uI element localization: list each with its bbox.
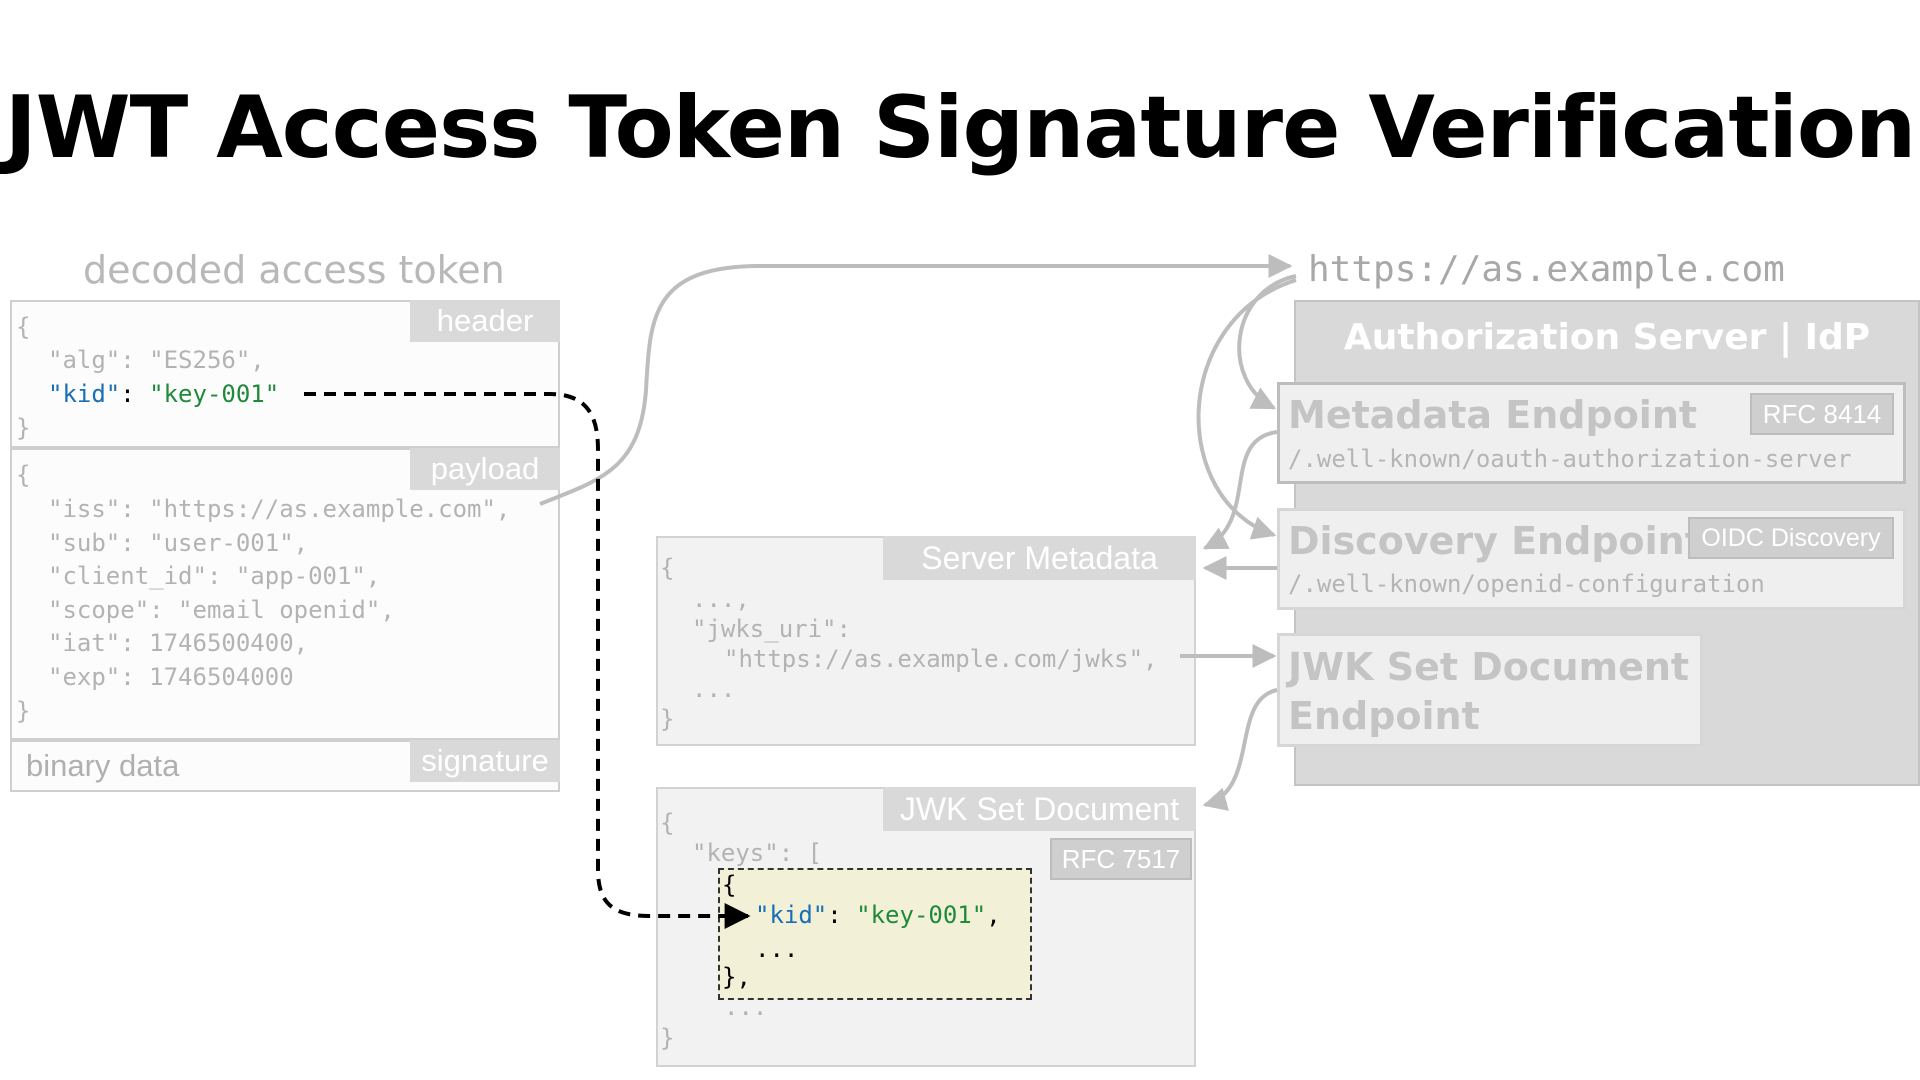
token-payload-box <box>10 448 560 740</box>
issuer-to-discovery-arrow <box>1196 278 1297 540</box>
header-tab: header <box>410 300 560 342</box>
discovery-endpoint-path: /.well-known/openid-configuration <box>1288 570 1765 598</box>
authorization-server-title: Authorization Server | IdP <box>1343 317 1871 358</box>
jwks-endpoint-title-line1: JWK Set Document <box>1288 645 1690 689</box>
header-kid-key: "kid" <box>48 380 121 408</box>
header-kid-colon: : <box>120 380 150 408</box>
header-open-brace: { <box>16 313 31 341</box>
metadata-close-brace: } <box>660 705 675 733</box>
kid-match-dashed-arrow <box>304 392 751 929</box>
discovery-endpoint-title: Discovery Endpoint <box>1288 519 1703 563</box>
payload-tab: payload <box>410 448 560 490</box>
matched-kid-colon: : <box>827 901 857 929</box>
matched-key-highlight <box>718 868 1032 1000</box>
binary-data-text: binary data <box>26 748 180 783</box>
payload-sub-line: "sub": "user-001", <box>48 529 309 557</box>
payload-open-brace: { <box>16 461 31 489</box>
payload-iat-line: "iat": 1746500400, <box>48 629 309 657</box>
token-label: decoded access token <box>83 248 505 292</box>
jwks-endpoint-to-document-arrow <box>1202 688 1278 811</box>
matched-kid-value: "key-001" <box>856 901 987 929</box>
page-title: JWT Access Token Signature Verification <box>4 78 1916 178</box>
metadata-ellipsis-1: ..., <box>692 585 750 613</box>
payload-client-id-line: "client_id": "app-001", <box>48 562 381 590</box>
jwks-endpoint-box <box>1277 633 1703 747</box>
server-metadata-tab: Server Metadata <box>883 536 1196 580</box>
issuer-url: https://as.example.com <box>1308 249 1785 290</box>
matched-key-close-brace: }, <box>722 963 751 991</box>
matched-kid-line: "kid": "key-001", <box>755 898 1001 932</box>
matched-kid-comma: , <box>986 901 1001 929</box>
header-kid-value: "key-001" <box>149 380 280 408</box>
header-alg-line: "alg": "ES256", <box>48 346 265 374</box>
header-close-brace: } <box>16 414 31 442</box>
metadata-endpoint-path: /.well-known/oauth-authorization-server <box>1288 445 1852 473</box>
metadata-jwks-uri-value: "https://as.example.com/jwks", <box>724 645 1158 673</box>
rfc-7517-badge: RFC 7517 <box>1050 838 1192 880</box>
jwk-close-brace: } <box>660 1024 675 1052</box>
payload-scope-line: "scope": "email openid", <box>48 596 395 624</box>
metadata-ellipsis-2: ... <box>692 675 736 703</box>
metadata-endpoint-title: Metadata Endpoint <box>1288 393 1698 437</box>
jwk-keys-ellipsis: ... <box>724 993 768 1021</box>
jwk-keys-line: "keys": [ <box>692 839 823 867</box>
iss-to-issuer-arrow <box>539 254 1293 506</box>
metadata-to-server-metadata-arrow <box>1202 430 1278 550</box>
metadata-jwks-uri-key: "jwks_uri": <box>692 615 851 643</box>
jwk-set-document-tab: JWK Set Document <box>883 787 1196 831</box>
issuer-to-metadata-arrow <box>1237 274 1297 410</box>
metadata-open-brace: { <box>660 554 675 582</box>
jwk-open-brace: { <box>660 809 675 837</box>
header-kid-line: "kid": "key-001" <box>48 377 279 411</box>
matched-key-open-brace: { <box>722 871 737 899</box>
metadata-rfc-badge: RFC 8414 <box>1750 393 1894 435</box>
matched-key-ellipsis: ... <box>755 935 799 963</box>
payload-close-brace: } <box>16 697 31 725</box>
oidc-discovery-badge: OIDC Discovery <box>1688 517 1894 559</box>
signature-tab: signature <box>410 740 560 782</box>
matched-kid-key: "kid" <box>755 901 828 929</box>
payload-iss-line: "iss": "https://as.example.com", <box>48 495 511 523</box>
payload-exp-line: "exp": 1746504000 <box>48 663 294 691</box>
jwks-endpoint-title-line2: Endpoint <box>1288 694 1480 738</box>
